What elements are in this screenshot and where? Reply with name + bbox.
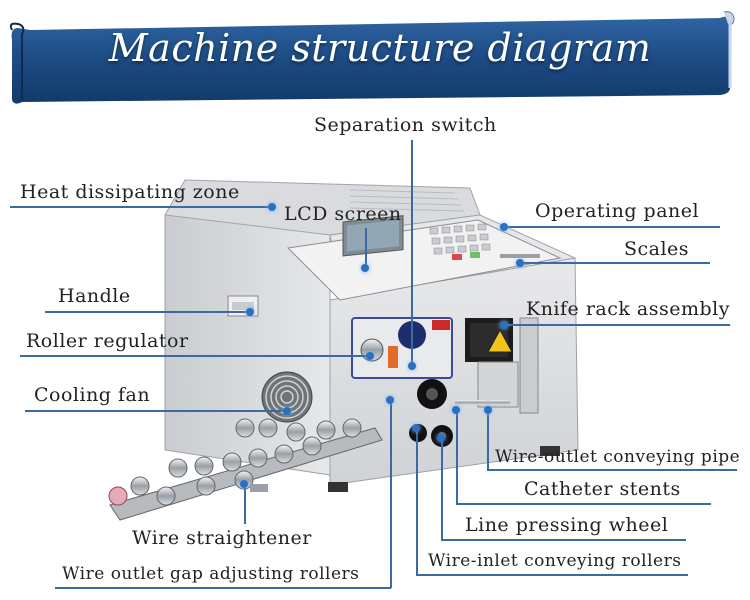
- leader-line-pressing-v: [441, 438, 443, 540]
- leader-knife-rack: [505, 324, 730, 326]
- leader-wire-straightener: [244, 484, 246, 524]
- leader-gap-rollers-h: [55, 587, 391, 589]
- pointer-lcd-screen: [361, 264, 369, 272]
- title-banner: Machine structure diagram: [0, 0, 750, 110]
- label-line-pressing-wheel: Line pressing wheel: [465, 514, 669, 536]
- page-title: Machine structure diagram: [108, 26, 652, 70]
- pointer-knife-rack: [500, 321, 508, 329]
- pointer-catheter-stents: [452, 406, 460, 414]
- label-wire-straightener: Wire straightener: [132, 527, 312, 549]
- leader-catheter-stents-v: [456, 410, 458, 504]
- pointer-separation-switch: [408, 362, 416, 370]
- leader-lcd-screen: [365, 228, 367, 268]
- label-roller-regulator: Roller regulator: [26, 330, 189, 352]
- leader-roller-regulator: [20, 355, 370, 357]
- label-cooling-fan: Cooling fan: [34, 384, 151, 406]
- pointer-wire-outlet-pipe: [484, 406, 492, 414]
- pointer-gap-rollers: [386, 396, 394, 404]
- label-catheter-stents: Catheter stents: [524, 478, 681, 500]
- banner-ribbon: [9, 11, 735, 104]
- label-wire-outlet-gap-adjusting-rollers: Wire outlet gap adjusting rollers: [62, 564, 360, 584]
- leader-handle: [45, 311, 250, 313]
- pointer-wire-straightener: [240, 480, 248, 488]
- leader-operating-panel: [505, 226, 720, 228]
- pointer-scales: [516, 259, 524, 267]
- leader-wire-inlet-v: [416, 428, 418, 575]
- leader-scales: [520, 262, 710, 264]
- leader-gap-rollers-v: [390, 400, 392, 588]
- leader-wire-outlet-pipe-h: [487, 469, 737, 471]
- label-knife-rack-assembly: Knife rack assembly: [526, 298, 730, 320]
- pointer-line-pressing-wheel: [437, 434, 445, 442]
- label-scales: Scales: [624, 238, 690, 260]
- leader-heat-dissipating-zone: [10, 206, 272, 208]
- label-lcd-screen: LCD screen: [284, 203, 402, 225]
- pointer-wire-inlet-rollers: [412, 424, 420, 432]
- pointer-heat-dissipating-zone: [268, 203, 276, 211]
- label-heat-dissipating-zone: Heat dissipating zone: [20, 181, 240, 203]
- pointer-handle: [246, 308, 254, 316]
- pointer-operating-panel: [500, 223, 508, 231]
- leader-wire-inlet-h: [416, 574, 688, 576]
- pointer-cooling-fan: [283, 407, 291, 415]
- pointer-roller-regulator: [366, 352, 374, 360]
- leader-separation-switch: [411, 140, 413, 365]
- label-handle: Handle: [58, 285, 131, 307]
- label-operating-panel: Operating panel: [535, 200, 700, 222]
- leader-catheter-stents-h: [456, 503, 711, 505]
- leader-wire-outlet-pipe-v: [487, 410, 489, 470]
- leader-cooling-fan: [25, 410, 287, 412]
- leader-line-pressing-h: [441, 539, 686, 541]
- label-wire-outlet-conveying-pipe: Wire-outlet conveying pipe: [495, 447, 741, 467]
- label-wire-inlet-conveying-rollers: Wire-inlet conveying rollers: [428, 551, 682, 571]
- label-separation-switch: Separation switch: [314, 114, 497, 136]
